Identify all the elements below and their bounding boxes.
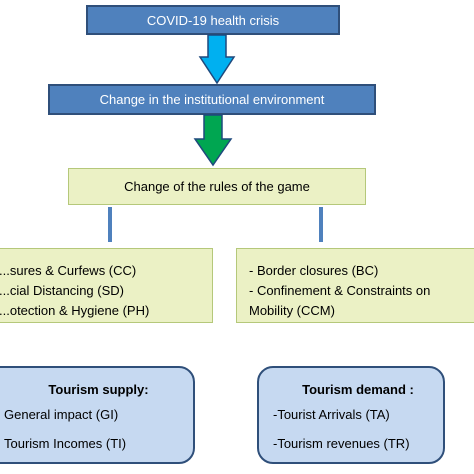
rules-of-game-box: Change of the rules of the game: [68, 168, 366, 205]
covid-crisis-box: COVID-19 health crisis: [86, 5, 340, 35]
covid-crisis-label: COVID-19 health crisis: [146, 12, 280, 28]
measure-item: - Border closures (BC): [249, 263, 379, 278]
demand-item: -Tourism revenues (TR): [273, 436, 410, 451]
tourism-demand-title: Tourism demand :: [302, 382, 414, 397]
right-connector: [319, 207, 323, 242]
tourism-demand-box: Tourism demand : -Tourist Arrivals (TA) …: [257, 366, 445, 464]
measures-left-box: ...sures & Curfews (CC) ...cial Distanci…: [0, 248, 213, 323]
demand-item: -Tourist Arrivals (TA): [273, 407, 390, 422]
rules-of-game-label: Change of the rules of the game: [124, 179, 310, 194]
measure-item: Mobility (CCM): [249, 303, 335, 318]
institutional-environment-label: Change in the institutional environment: [99, 92, 325, 107]
down-arrow-icon: [193, 114, 233, 167]
measure-item: - Confinement & Constraints on: [249, 283, 431, 298]
tourism-supply-title: Tourism supply:: [48, 382, 149, 397]
measure-item: ...sures & Curfews (CC): [0, 263, 137, 278]
measure-item: ...cial Distancing (SD): [0, 283, 124, 298]
tourism-supply-box: Tourism supply: General impact (GI) Tour…: [0, 366, 195, 464]
institutional-environment-box: Change in the institutional environment: [48, 84, 376, 115]
supply-item: General impact (GI): [4, 407, 119, 422]
measure-item: ...otection & Hygiene (PH): [0, 303, 150, 318]
down-arrow-icon: [198, 34, 236, 85]
left-connector: [108, 207, 112, 242]
supply-item: Tourism Incomes (TI): [4, 436, 127, 451]
measures-right-box: - Border closures (BC) - Confinement & C…: [236, 248, 474, 323]
